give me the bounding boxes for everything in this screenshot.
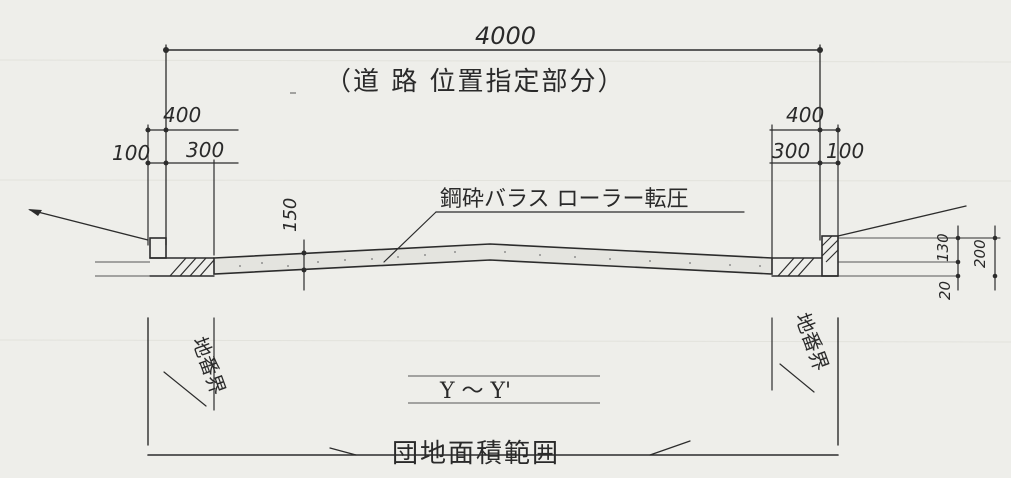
pavement-thickness-label: 150 bbox=[280, 198, 301, 232]
road-section: 150 bbox=[95, 198, 960, 291]
right-total-height-label: 200 bbox=[971, 239, 989, 268]
right-outer-label: 100 bbox=[826, 139, 864, 163]
right-boundary: 地番界 bbox=[771, 310, 839, 446]
site-area-dimension: 団地面積範囲 bbox=[147, 439, 839, 469]
right-lower-label: 20 bbox=[936, 281, 954, 300]
site-area-label: 団地面積範囲 bbox=[392, 439, 560, 469]
section-label: Y ～ Y' bbox=[439, 379, 511, 404]
paper-grain bbox=[0, 59, 1011, 343]
left-inner-label: 300 bbox=[186, 138, 224, 162]
material-callout: 鋼砕バラス ローラー転圧 bbox=[383, 187, 745, 263]
left-curb bbox=[149, 237, 167, 259]
right-height-dimensions: 130 200 20 bbox=[934, 225, 1001, 300]
material-label: 鋼砕バラス ローラー転圧 bbox=[440, 187, 689, 212]
overall-width-label: 4000 bbox=[475, 22, 536, 50]
gravel-dots bbox=[239, 251, 761, 267]
left-total-label: 400 bbox=[163, 103, 201, 127]
right-upper-label: 130 bbox=[934, 233, 952, 262]
right-total-label: 400 bbox=[786, 103, 824, 127]
leader-arrows bbox=[28, 205, 967, 241]
right-inner-label: 300 bbox=[772, 139, 810, 163]
left-boundary: 地番界 bbox=[147, 317, 230, 446]
section-mark: Y ～ Y' bbox=[408, 375, 600, 404]
road-position-label: （道 路 位置指定部分） bbox=[325, 67, 626, 97]
left-curb-dimensions: 400 100 300 bbox=[112, 103, 239, 256]
left-boundary-label: 地番界 bbox=[187, 334, 230, 399]
left-outer-label: 100 bbox=[112, 141, 150, 165]
overall-dimension: 4000 bbox=[163, 22, 823, 246]
right-curb-dimensions: 400 300 100 bbox=[769, 103, 864, 261]
pavement-layer bbox=[213, 243, 773, 275]
